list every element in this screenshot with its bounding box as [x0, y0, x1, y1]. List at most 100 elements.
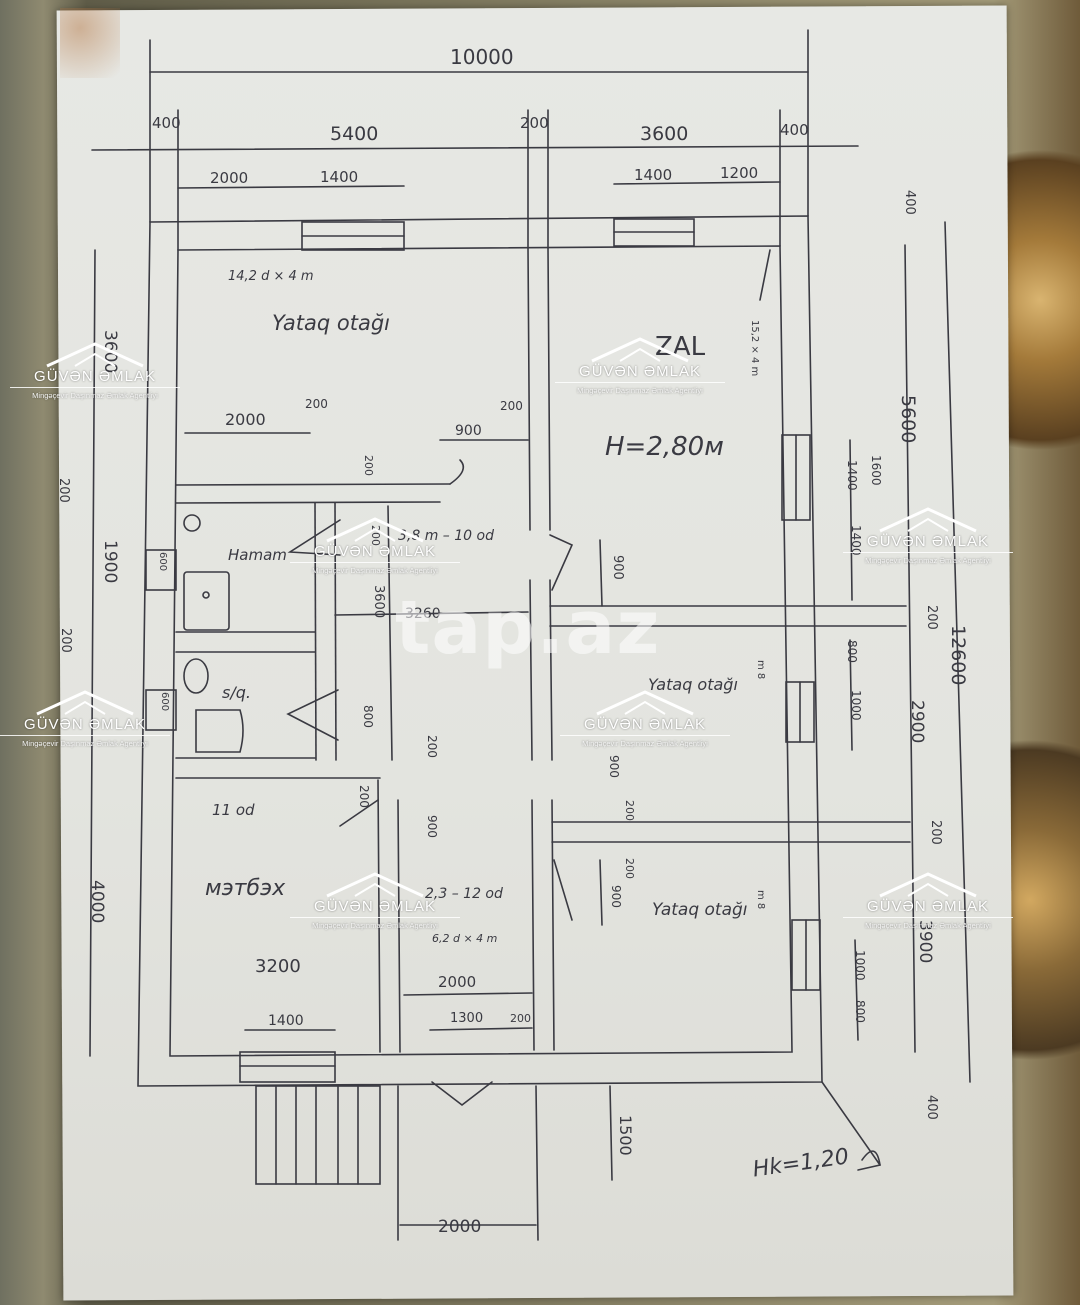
- room-note-zal: 15,2 × 4 m: [749, 320, 760, 376]
- dim-hall-200-c: 200: [425, 735, 439, 758]
- watermark-sub: Mingəçevir Daşınmaz Əmlak Agentliyi: [582, 739, 708, 748]
- room-label-kitchen: мэтбэх: [205, 876, 286, 901]
- dim-right-400-top: 400: [902, 190, 917, 215]
- dim-win-right-1200: 1200: [720, 164, 758, 182]
- watermark-sub: Mingəçevir Daşınmaz Əmlak Agentliyi: [22, 739, 148, 748]
- watermark-name: GÜVƏN ƏMLAK: [10, 368, 180, 388]
- dim-porch-2000: 2000: [438, 1217, 481, 1237]
- watermark-sub: Mingəçevir Daşınmaz Əmlak Agentliyi: [865, 556, 991, 565]
- site-watermark: tap.az: [395, 585, 661, 671]
- paper-stain: [60, 8, 120, 78]
- dim-left-200-b: 200: [58, 628, 73, 653]
- dim-room-200-b: 200: [623, 858, 636, 879]
- dim-room-900-b: 900: [609, 885, 623, 908]
- dim-right-5600: 5600: [897, 395, 919, 443]
- house-roof-icon: [596, 690, 694, 716]
- room-label-bedroom-mid: Yataq otağı: [648, 675, 738, 694]
- watermark-logo: GÜVƏN ƏMLAK Mingəçevir Daşınmaz Əmlak Ag…: [560, 688, 730, 748]
- note-hk: Hk=1,20: [751, 1144, 850, 1182]
- dim-kitchen-1400: 1400: [268, 1013, 304, 1029]
- room-note-bedroom-bottom: m 8: [755, 890, 766, 909]
- dim-total-width: 10000: [450, 45, 514, 69]
- dim-top-400-right: 400: [780, 121, 809, 139]
- dim-bed-200-b: 200: [500, 399, 523, 413]
- dim-left-600: 600: [157, 552, 168, 571]
- dim-hall-200-d: 200: [357, 785, 371, 808]
- dim-porch-1500: 1500: [616, 1115, 635, 1156]
- dim-hall-800: 800: [361, 705, 375, 728]
- room-count-kitchen: 11 od: [212, 801, 255, 819]
- dim-left-600-b: 600: [159, 692, 170, 711]
- dim-top-3600: 3600: [640, 123, 688, 145]
- house-roof-icon: [591, 337, 689, 363]
- dim-hall-200: 200: [362, 455, 375, 476]
- dim-right-800-b: 800: [853, 1000, 867, 1023]
- dim-right-1400-b: 1400: [849, 525, 863, 556]
- watermark-logo: GÜVƏN ƏMLAK Mingəçevir Daşınmaz Əmlak Ag…: [10, 340, 180, 400]
- watermark-sub: Mingəçevir Daşınmaz Əmlak Agentliyi: [577, 386, 703, 395]
- house-roof-icon: [46, 342, 144, 368]
- dim-right-200-a: 200: [924, 605, 939, 630]
- dim-win-left-1400: 1400: [320, 168, 358, 186]
- room-height-zal: H=2,80м: [605, 432, 724, 462]
- watermark-sub: Mingəçevir Daşınmaz Əmlak Agentliyi: [312, 566, 438, 575]
- dim-right-12600: 12600: [947, 625, 969, 685]
- watermark-name: GÜVƏN ƏMLAK: [843, 898, 1013, 918]
- dim-left-4000: 4000: [87, 880, 107, 923]
- dim-bed-200: 200: [305, 397, 328, 411]
- house-roof-icon: [879, 872, 977, 898]
- dim-room-200: 200: [623, 800, 636, 821]
- watermark-name: GÜVƏN ƏMLAK: [560, 716, 730, 736]
- dim-right-200-b: 200: [928, 820, 943, 845]
- dim-hall-1300: 1300: [450, 1011, 483, 1026]
- dim-right-1400-a: 1400: [845, 460, 859, 491]
- room-label-bedroom-top: Yataq otağı: [272, 311, 390, 335]
- room-label-sq: s/q.: [222, 683, 251, 702]
- watermark-logo: GÜVƏN ƏMLAK Mingəçevir Daşınmaz Əmlak Ag…: [290, 515, 460, 575]
- dim-top-400-left: 400: [152, 114, 181, 132]
- dim-left-1900: 1900: [100, 540, 120, 583]
- room-note-bedroom-mid: m 8: [755, 660, 766, 679]
- house-roof-icon: [326, 517, 424, 543]
- watermark-name: GÜVƏN ƏMLAK: [290, 898, 460, 918]
- room-note-hall: 2,3 – 12 od: [425, 886, 503, 902]
- dim-right-2900: 2900: [907, 700, 927, 743]
- house-roof-icon: [326, 872, 424, 898]
- dim-hall-200-e: 200: [510, 1012, 531, 1025]
- dim-win-right-1400: 1400: [634, 166, 672, 184]
- dim-right-1000: 1000: [849, 690, 863, 721]
- dim-hall-2000: 2000: [438, 973, 476, 991]
- dim-hall-3600: 3600: [371, 585, 386, 618]
- watermark-name: GÜVƏN ƏMLAK: [290, 543, 460, 563]
- dim-right-800: 800: [845, 640, 859, 663]
- dim-top-5400: 5400: [330, 123, 378, 145]
- watermark-name: GÜVƏN ƏMLAK: [555, 363, 725, 383]
- dim-win-left-2000: 2000: [210, 169, 248, 187]
- dim-hall-900-b: 900: [607, 755, 621, 778]
- watermark-sub: Mingəçevir Daşınmaz Əmlak Agentliyi: [32, 391, 158, 400]
- house-roof-icon: [879, 507, 977, 533]
- dim-left-200: 200: [56, 478, 71, 503]
- room-note-bedroom-top: 14,2 d × 4 m: [228, 269, 314, 284]
- room-label-bedroom-bottom: Yataq otağı: [652, 900, 748, 920]
- dim-hall-900-c: 900: [425, 815, 439, 838]
- watermark-name: GÜVƏN ƏMLAK: [0, 716, 170, 736]
- dim-right-400-bottom: 400: [924, 1095, 939, 1120]
- dim-hall-900: 900: [610, 555, 625, 580]
- dim-right-3900: 3900: [915, 920, 935, 963]
- watermark-name: GÜVƏN ƏMLAK: [843, 533, 1013, 553]
- watermark-logo: GÜVƏN ƏMLAK Mingəçevir Daşınmaz Əmlak Ag…: [0, 688, 170, 748]
- watermark-logo: GÜVƏN ƏMLAK Mingəçevir Daşınmaz Əmlak Ag…: [843, 505, 1013, 565]
- dim-right-1000-b: 1000: [853, 950, 867, 981]
- watermark-sub: Mingəçevir Daşınmaz Əmlak Agentliyi: [865, 921, 991, 930]
- dim-bed-2000: 2000: [225, 410, 266, 429]
- dim-right-1600: 1600: [869, 455, 883, 486]
- dim-top-200-mid: 200: [520, 114, 549, 132]
- dim-bed-900: 900: [455, 423, 482, 439]
- room-note-hall-2: 6,2 d × 4 m: [432, 932, 497, 945]
- house-roof-icon: [36, 690, 134, 716]
- room-label-hamam: Hamam: [228, 546, 287, 564]
- watermark-sub: Mingəçevir Daşınmaz Əmlak Agentliyi: [312, 921, 438, 930]
- watermark-logo: GÜVƏN ƏMLAK Mingəçevir Daşınmaz Əmlak Ag…: [555, 335, 725, 395]
